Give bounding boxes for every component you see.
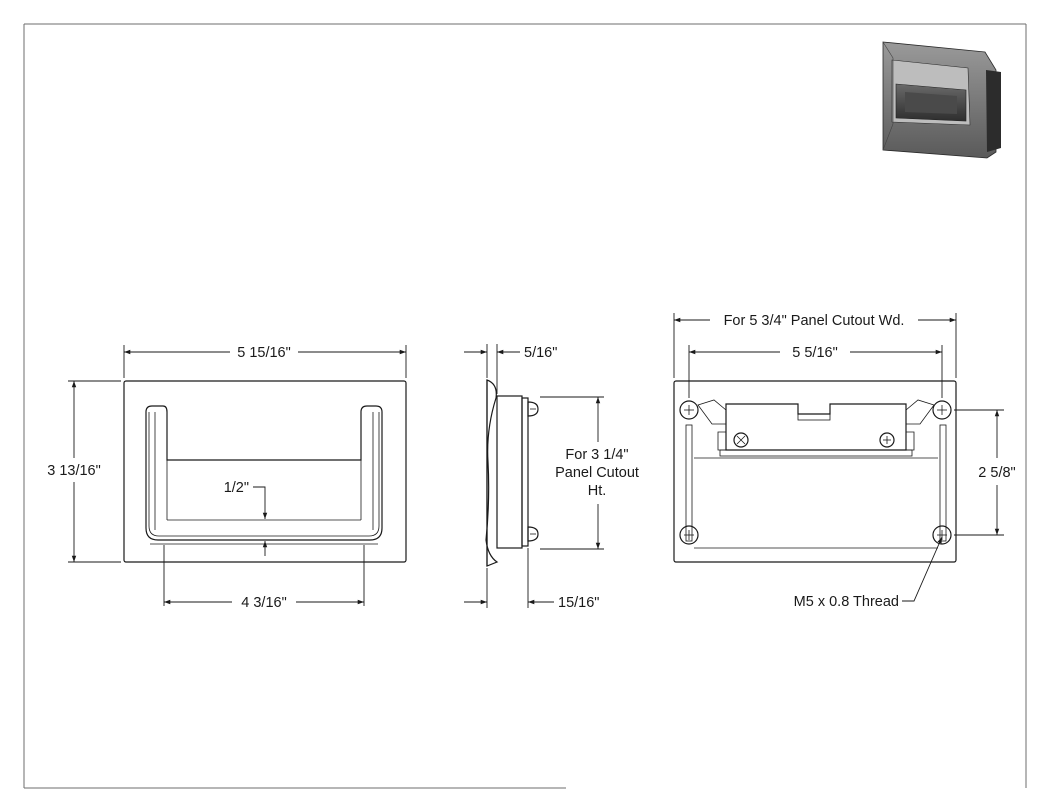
front-view bbox=[123, 380, 407, 563]
rear-view bbox=[673, 380, 957, 563]
product-render-image bbox=[882, 41, 1001, 159]
side-view bbox=[485, 379, 539, 567]
cutout-width-label: For 5 3/4" Panel Cutout Wd. bbox=[724, 313, 905, 329]
overall-height-label: 3 13/16" bbox=[47, 463, 101, 479]
cutout-height-line1: For 3 1/4" bbox=[565, 447, 628, 463]
thread-callout-label: M5 x 0.8 Thread bbox=[794, 594, 899, 610]
hole-spacing-width-label: 5 5/16" bbox=[792, 345, 837, 361]
sheet-frame bbox=[23, 23, 1027, 789]
side-dimensions: 5/16" 15/16" For 3 1/4" Panel Cutout Ht. bbox=[464, 344, 639, 611]
overall-width-label: 5 15/16" bbox=[237, 345, 291, 361]
cutout-height-line2: Panel Cutout bbox=[555, 465, 639, 481]
handle-thickness-label: 1/2" bbox=[224, 480, 249, 496]
screw-top-right bbox=[932, 400, 952, 420]
bracket-screw-right bbox=[879, 432, 895, 448]
hole-spacing-height-label: 2 5/8" bbox=[978, 465, 1015, 481]
rear-dimensions: For 5 3/4" Panel Cutout Wd. 5 5/16" 2 5/… bbox=[673, 313, 1016, 610]
cutout-height-line3: Ht. bbox=[588, 483, 607, 499]
screw-top-left bbox=[679, 400, 699, 420]
handle-width-label: 4 3/16" bbox=[241, 595, 286, 611]
front-dimensions: 5 15/16" 3 13/16" 4 3/16" 1/2" bbox=[47, 345, 407, 611]
depth-label: 15/16" bbox=[558, 595, 599, 611]
screw-bottom-left bbox=[679, 525, 699, 545]
screw-bottom-right bbox=[932, 525, 952, 545]
bracket-screw-left bbox=[733, 432, 749, 448]
flange-thickness-label: 5/16" bbox=[524, 345, 557, 361]
